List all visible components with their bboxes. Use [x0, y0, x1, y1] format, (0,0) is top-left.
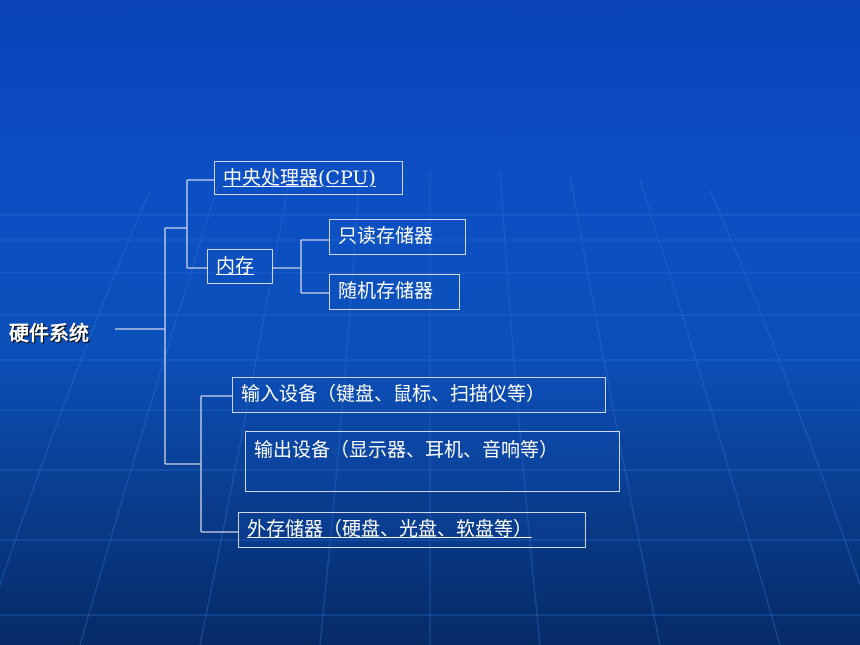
node-memory-label: 内存: [216, 255, 255, 277]
node-input-devices: 输入设备（键盘、鼠标、扫描仪等）: [232, 377, 606, 413]
node-rom: 只读存储器: [329, 219, 466, 255]
node-output-devices: 输出设备（显示器、耳机、音响等）: [245, 431, 620, 492]
node-external-storage: 外存储器（硬盘、光盘、软盘等）: [238, 512, 586, 548]
node-ram-label: 随机存储器: [338, 280, 434, 302]
node-ram: 随机存储器: [329, 274, 460, 310]
node-input-devices-label: 输入设备（键盘、鼠标、扫描仪等）: [241, 383, 546, 405]
node-output-devices-label: 输出设备（显示器、耳机、音响等）: [254, 439, 559, 461]
node-cpu-label: 中央处理器(CPU): [223, 167, 376, 189]
node-rom-label: 只读存储器: [338, 225, 434, 247]
node-external-storage-label: 外存储器（硬盘、光盘、软盘等）: [247, 518, 533, 540]
node-cpu: 中央处理器(CPU): [214, 161, 403, 195]
node-memory: 内存: [207, 249, 273, 284]
root-node-hardware-system: 硬件系统: [9, 321, 89, 345]
